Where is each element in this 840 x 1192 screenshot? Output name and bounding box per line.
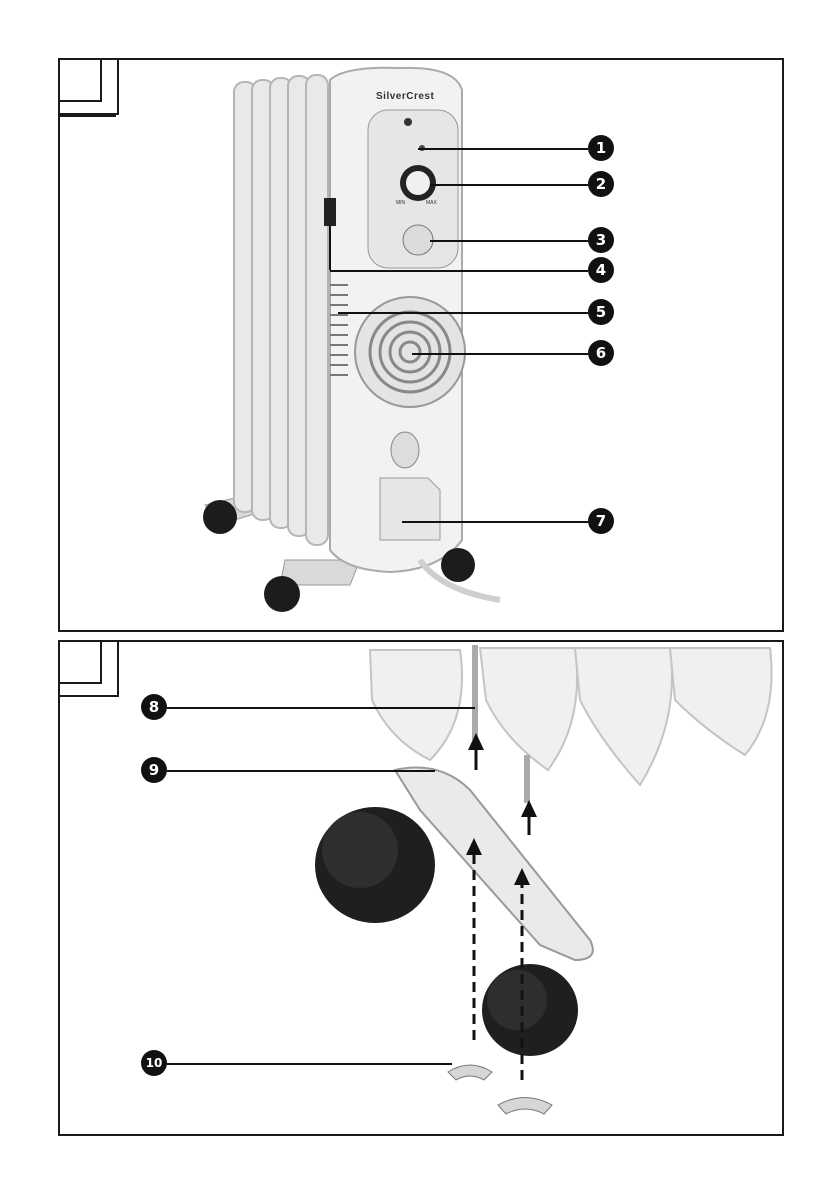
callout-1: 1 <box>588 135 614 161</box>
knob-max-label: MAX <box>426 200 437 206</box>
callout-6: 6 <box>588 340 614 366</box>
leader-line-1 <box>418 148 588 150</box>
leader-line-4 <box>330 270 588 272</box>
callout-9: 9 <box>141 757 167 783</box>
callout-4: 4 <box>588 257 614 283</box>
callout-8: 8 <box>141 694 167 720</box>
callout-5: 5 <box>588 299 614 325</box>
leader-line-6 <box>412 353 588 355</box>
knob-min-label: MIN <box>396 200 405 206</box>
callout-7: 7 <box>588 508 614 534</box>
leader-line-4-vertical <box>329 226 331 270</box>
leader-line-5 <box>338 312 588 314</box>
leader-line-10 <box>167 1063 452 1065</box>
leader-line-3 <box>430 240 588 242</box>
callout-10: 10 <box>141 1050 167 1076</box>
callout-2: 2 <box>588 171 614 197</box>
leader-line-7 <box>402 521 588 523</box>
wheel-assembly-illustration <box>315 645 772 1114</box>
leader-line-2 <box>430 184 588 186</box>
leader-line-8 <box>167 707 475 709</box>
callout-3: 3 <box>588 227 614 253</box>
brand-label: SilverCrest <box>376 91 434 102</box>
leader-line-9 <box>167 770 435 772</box>
